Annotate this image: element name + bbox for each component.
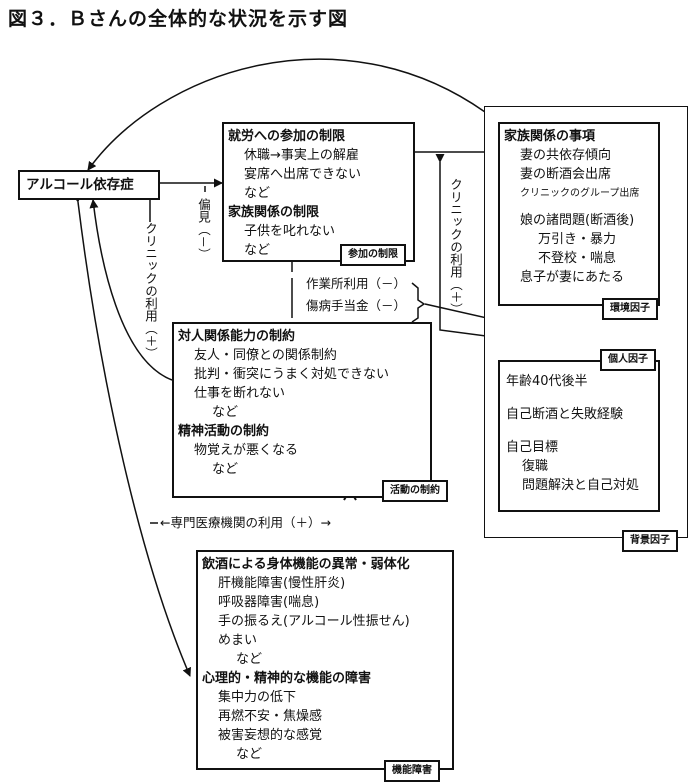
activity-line: 物覚えが悪くなる xyxy=(194,443,299,458)
impairment-line: めまい xyxy=(218,633,258,648)
personal-line: 自己目標 xyxy=(506,440,559,455)
participation-line: など xyxy=(244,186,271,201)
arc-alcohol-to-impairment xyxy=(72,193,191,677)
activity-line: など xyxy=(212,462,239,477)
environment-box: 家族関係の事項 妻の共依存傾向 妻の断酒会出席 クリニックのグループ出席 娘の諸… xyxy=(498,122,660,306)
participation-line: 就労への参加の制限 xyxy=(228,129,346,144)
impairment-box: 飲酒による身体機能の異常・弱体化 肝機能障害(慢性肝炎) 呼吸器障害(喘息) 手… xyxy=(196,550,454,770)
sickpay-label: 傷病手当金（－） xyxy=(306,298,407,313)
environment-line: 妻の共依存傾向 xyxy=(520,148,612,163)
prejudice-label: 偏見（－） xyxy=(196,198,211,261)
impairment-line: など xyxy=(236,652,263,667)
impairment-line: 被害妄想的な感覚 xyxy=(218,728,323,743)
impairment-tag: 機能障害 xyxy=(384,760,440,782)
activity-line: 批判・衝突にうまく対処できない xyxy=(194,367,390,382)
workshop-label: 作業所利用（－） xyxy=(306,276,407,291)
impairment-line: 呼吸器障害(喘息) xyxy=(218,595,320,610)
environment-line: 家族関係の事項 xyxy=(504,129,596,144)
activity-line: 仕事を断れない xyxy=(194,386,286,401)
participation-tag: 参加の制限 xyxy=(340,244,406,266)
background-tag: 背景因子 xyxy=(622,530,678,552)
personal-line: 自己断酒と失敗経験 xyxy=(506,407,624,422)
impairment-line: など xyxy=(236,747,263,762)
participation-line: など xyxy=(244,243,271,258)
alcohol-label: アルコール依存症 xyxy=(26,177,134,193)
activity-line: など xyxy=(212,405,239,420)
personal-tag: 個人因子 xyxy=(600,349,656,371)
activity-line: 友人・同僚との関係制約 xyxy=(194,348,337,363)
environment-line: 息子が妻にあたる xyxy=(520,270,625,285)
environment-line: 娘の諸問題(断酒後) xyxy=(520,213,635,228)
participation-line: 子供を叱れない xyxy=(244,224,336,239)
personal-line: 問題解決と自己対処 xyxy=(522,478,640,493)
activity-box: 対人関係能力の制約 友人・同僚との関係制約 批判・衝突にうまく対処できない 仕事… xyxy=(172,322,432,498)
personal-line: 復職 xyxy=(522,459,549,474)
environment-line: 妻の断酒会出席 xyxy=(520,167,612,182)
impairment-line: 飲酒による身体機能の異常・弱体化 xyxy=(202,557,410,572)
environment-line: 不登校・喘息 xyxy=(538,251,617,266)
clinic-left-label: クリニックの利用（＋） xyxy=(143,222,158,360)
activity-tag: 活動の制約 xyxy=(382,480,448,502)
participation-line: 宴席へ出席できない xyxy=(244,167,362,182)
alcohol-dependence-box: アルコール依存症 xyxy=(18,170,160,200)
impairment-line: 心理的・精神的な機能の障害 xyxy=(202,671,372,686)
personal-line: 年齢40代後半 xyxy=(506,374,588,389)
participation-box: 就労への参加の制限 休職→事実上の解雇 宴席へ出席できない など 家族関係の制限… xyxy=(222,122,415,262)
impairment-line: 肝機能障害(慢性肝炎) xyxy=(218,576,346,591)
participation-line: 休職→事実上の解雇 xyxy=(244,148,359,163)
environment-line: 万引き・暴力 xyxy=(538,232,617,247)
activity-line: 精神活動の制約 xyxy=(178,424,270,439)
impairment-line: 再燃不安・焦燥感 xyxy=(218,709,323,724)
environment-line: クリニックのグループ出席 xyxy=(520,188,640,199)
page-title: 図３．Ｂさんの全体的な状況を示す図 xyxy=(8,8,349,30)
personal-box: 年齢40代後半 自己断酒と失敗経験 自己目標 復職 問題解決と自己対処 xyxy=(498,360,660,512)
arc-activity-to-alcohol xyxy=(89,199,173,381)
specialist-label: ←専門医療機関の利用（＋）→ xyxy=(160,515,331,530)
environment-tag: 環境因子 xyxy=(602,298,658,320)
impairment-line: 集中力の低下 xyxy=(218,690,297,705)
clinic-right-label: クリニックの利用（＋） xyxy=(448,178,463,316)
participation-line: 家族関係の制限 xyxy=(228,205,320,220)
impairment-line: 手の振るえ(アルコール性振せん) xyxy=(218,614,410,629)
arc-env-to-alcohol xyxy=(87,58,495,171)
activity-line: 対人関係能力の制約 xyxy=(178,329,296,344)
